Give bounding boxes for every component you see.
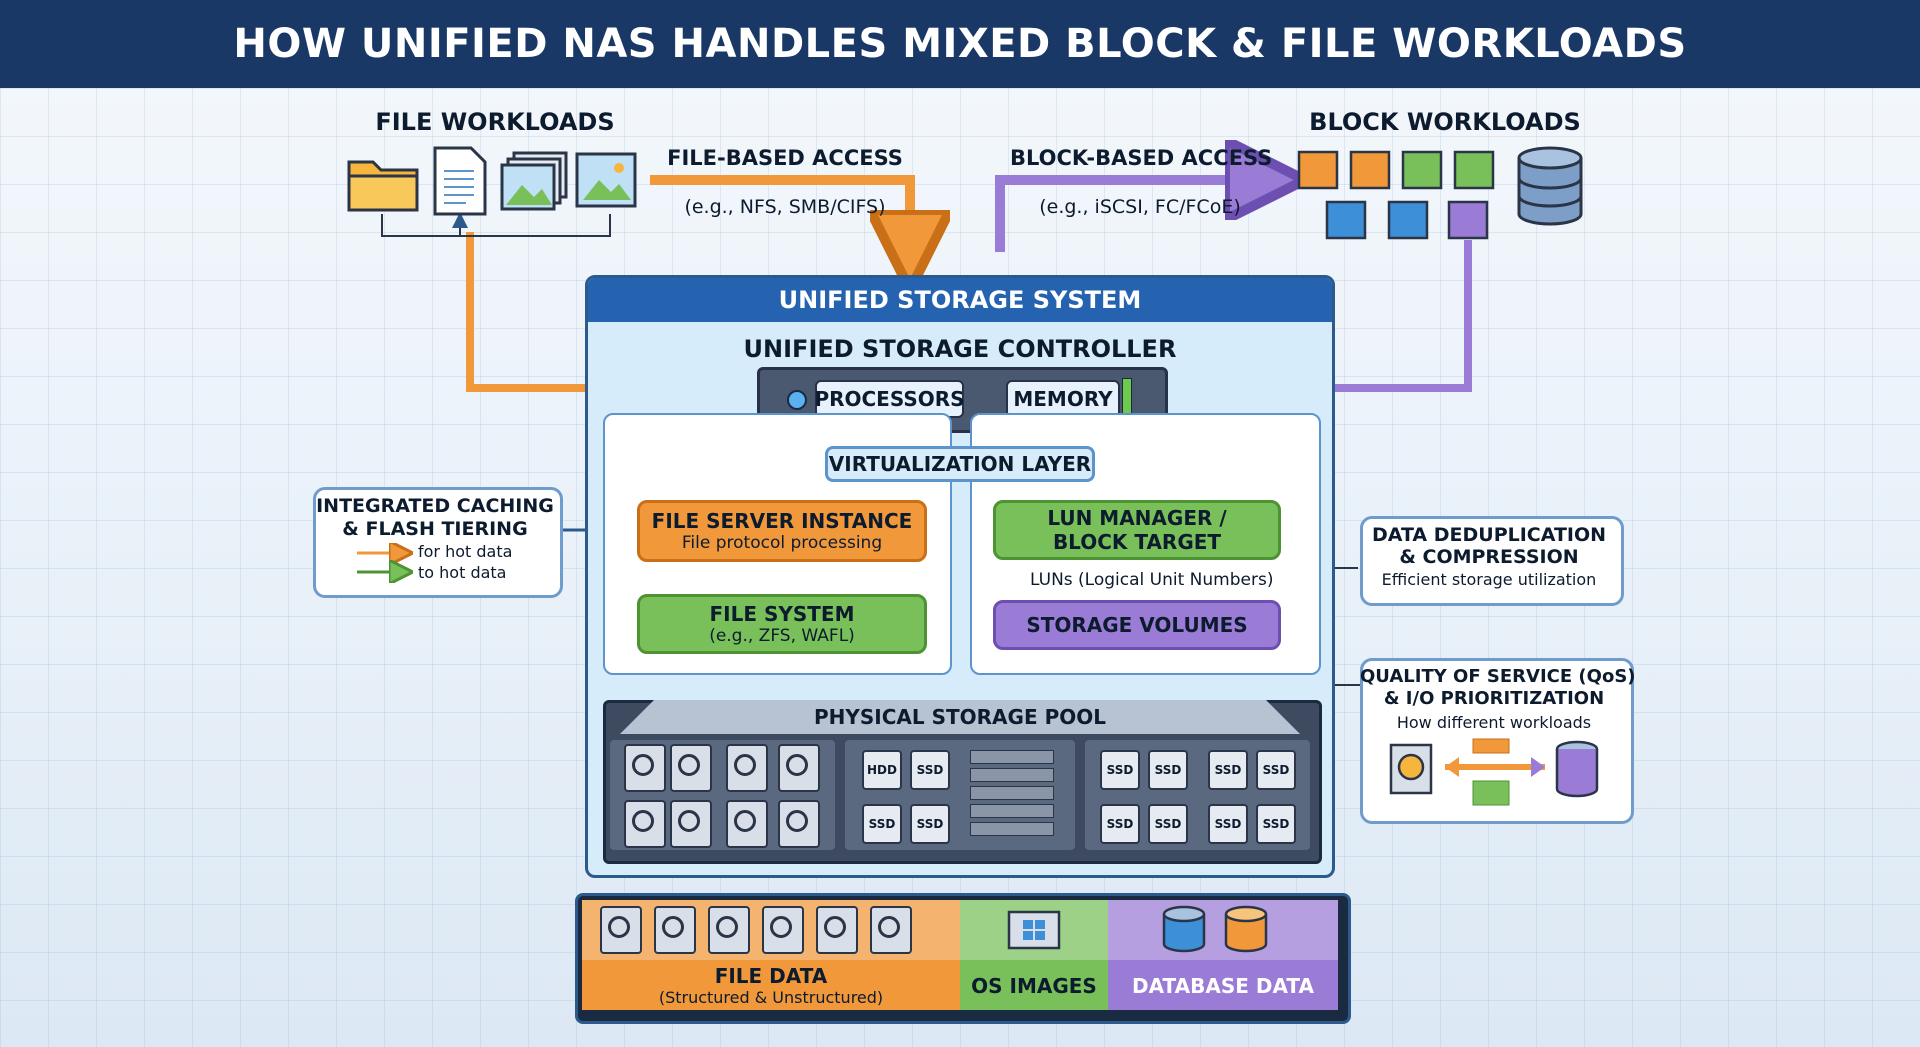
caching-card xyxy=(313,487,563,598)
dedup-card xyxy=(1360,516,1624,606)
caching-item-1: for hot data xyxy=(418,542,513,561)
hdd-icon xyxy=(762,906,804,954)
hdd-icon xyxy=(670,744,712,792)
storage-volumes-label: STORAGE VOLUMES xyxy=(1026,613,1248,637)
database-icon xyxy=(1517,146,1583,226)
file-data-label: FILE DATA xyxy=(714,964,828,988)
ssd-drive: SSD xyxy=(862,804,902,844)
file-data-sub: (Structured & Unstructured) xyxy=(658,988,884,1007)
caching-item-2: to hot data xyxy=(418,563,507,582)
hdd-icon xyxy=(816,906,858,954)
hdd-drive: HDD xyxy=(862,750,902,790)
caching-title-2: & FLASH TIERING xyxy=(342,518,528,540)
caching-title-1: INTEGRATED CACHING xyxy=(316,495,554,517)
drive-slot xyxy=(970,750,1054,764)
ssd-drive: SSD xyxy=(1256,750,1296,790)
database-data-block xyxy=(1108,900,1338,1010)
ssd-drive: SSD xyxy=(1100,750,1140,790)
folder-icon xyxy=(345,148,421,218)
hdd-icon xyxy=(654,906,696,954)
page-title: HOW UNIFIED NAS HANDLES MIXED BLOCK & FI… xyxy=(233,21,1687,67)
os-images-label: OS IMAGES xyxy=(971,974,1097,998)
pool-label: PHYSICAL STORAGE POOL xyxy=(814,705,1106,729)
hdd-icon xyxy=(600,906,642,954)
virtualization-label: VIRTUALIZATION LAYER xyxy=(828,452,1092,476)
power-led xyxy=(787,390,807,410)
hdd-icon xyxy=(670,800,712,848)
database-pair-icon xyxy=(1162,905,1268,953)
qos-priority-icon xyxy=(1389,738,1599,806)
storage-volumes-box: STORAGE VOLUMES xyxy=(993,600,1281,650)
windows-os-icon xyxy=(1007,910,1061,950)
file-server-label: FILE SERVER INSTANCE xyxy=(651,509,913,533)
hdd-icon xyxy=(870,906,912,954)
file-workloads-label: FILE WORKLOADS xyxy=(375,108,615,136)
ssd-drive: SSD xyxy=(1208,804,1248,844)
file-system-label: FILE SYSTEM xyxy=(709,602,855,626)
file-access-label: FILE-BASED ACCESS xyxy=(667,146,903,170)
file-system-box: FILE SYSTEM (e.g., ZFS, WAFL) xyxy=(637,594,927,654)
file-access-arrow xyxy=(650,175,910,250)
qos-sub: How different workloads xyxy=(1396,713,1592,732)
controller-label: UNIFIED STORAGE CONTROLLER xyxy=(743,335,1177,363)
block-protocols-label: (e.g., iSCSI, FC/FCoE) xyxy=(1039,196,1241,218)
dedup-title-1: DATA DEDUPLICATION xyxy=(1371,524,1607,546)
database-data-label: DATABASE DATA xyxy=(1132,974,1314,998)
block-access-label: BLOCK-BASED ACCESS xyxy=(1010,146,1273,170)
pool-title-bar: PHYSICAL STORAGE POOL xyxy=(620,700,1300,734)
block-access-arrow xyxy=(995,180,1265,252)
hdd-icon xyxy=(708,906,750,954)
hdd-icon xyxy=(778,800,820,848)
dedup-sub: Efficient storage utilization xyxy=(1381,570,1597,589)
hdd-icon xyxy=(726,800,768,848)
ssd-drive: SSD xyxy=(1256,804,1296,844)
file-server-instance: FILE SERVER INSTANCE File protocol proce… xyxy=(637,500,927,562)
qos-title-1: QUALITY OF SERVICE (QoS) xyxy=(1360,666,1636,687)
file-protocols-label: (e.g., NFS, SMB/CIFS) xyxy=(684,196,886,218)
dedup-title-2: & COMPRESSION xyxy=(1399,546,1579,568)
drive-slot xyxy=(970,768,1054,782)
hdd-icon xyxy=(624,744,666,792)
hdd-icon xyxy=(778,744,820,792)
ssd-drive: SSD xyxy=(1208,750,1248,790)
block-cubes-icon xyxy=(1297,150,1495,240)
file-system-sub: (e.g., ZFS, WAFL) xyxy=(709,626,855,646)
drive-slot xyxy=(970,786,1054,800)
tier-arrows-icon xyxy=(357,543,415,583)
ssd-drive: SSD xyxy=(1100,804,1140,844)
status-bar xyxy=(1122,378,1132,418)
hdd-icon xyxy=(726,744,768,792)
luns-label: LUNs (Logical Unit Numbers) xyxy=(1030,570,1274,590)
title-banner: HOW UNIFIED NAS HANDLES MIXED BLOCK & FI… xyxy=(0,0,1920,88)
ssd-drive: SSD xyxy=(1148,804,1188,844)
ssd-drive: SSD xyxy=(910,804,950,844)
picture-icon xyxy=(575,152,639,216)
image-stack-icon xyxy=(500,150,570,218)
ssd-drive: SSD xyxy=(1148,750,1188,790)
ssd-drive: SSD xyxy=(910,750,950,790)
qos-title-2: & I/O PRIORITIZATION xyxy=(1383,688,1605,709)
hdd-icon xyxy=(624,800,666,848)
lun-manager-box: LUN MANAGER / BLOCK TARGET xyxy=(993,500,1281,560)
system-title: UNIFIED STORAGE SYSTEM xyxy=(588,278,1332,322)
block-target-label: BLOCK TARGET xyxy=(1052,530,1222,554)
drive-slot xyxy=(970,822,1054,836)
drive-slot xyxy=(970,804,1054,818)
block-workloads-label: BLOCK WORKLOADS xyxy=(1309,108,1581,136)
virtualization-layer: VIRTUALIZATION LAYER xyxy=(825,446,1095,482)
lun-manager-label: LUN MANAGER / xyxy=(1047,506,1227,530)
file-server-sub: File protocol processing xyxy=(681,533,883,553)
document-icon xyxy=(432,145,488,221)
